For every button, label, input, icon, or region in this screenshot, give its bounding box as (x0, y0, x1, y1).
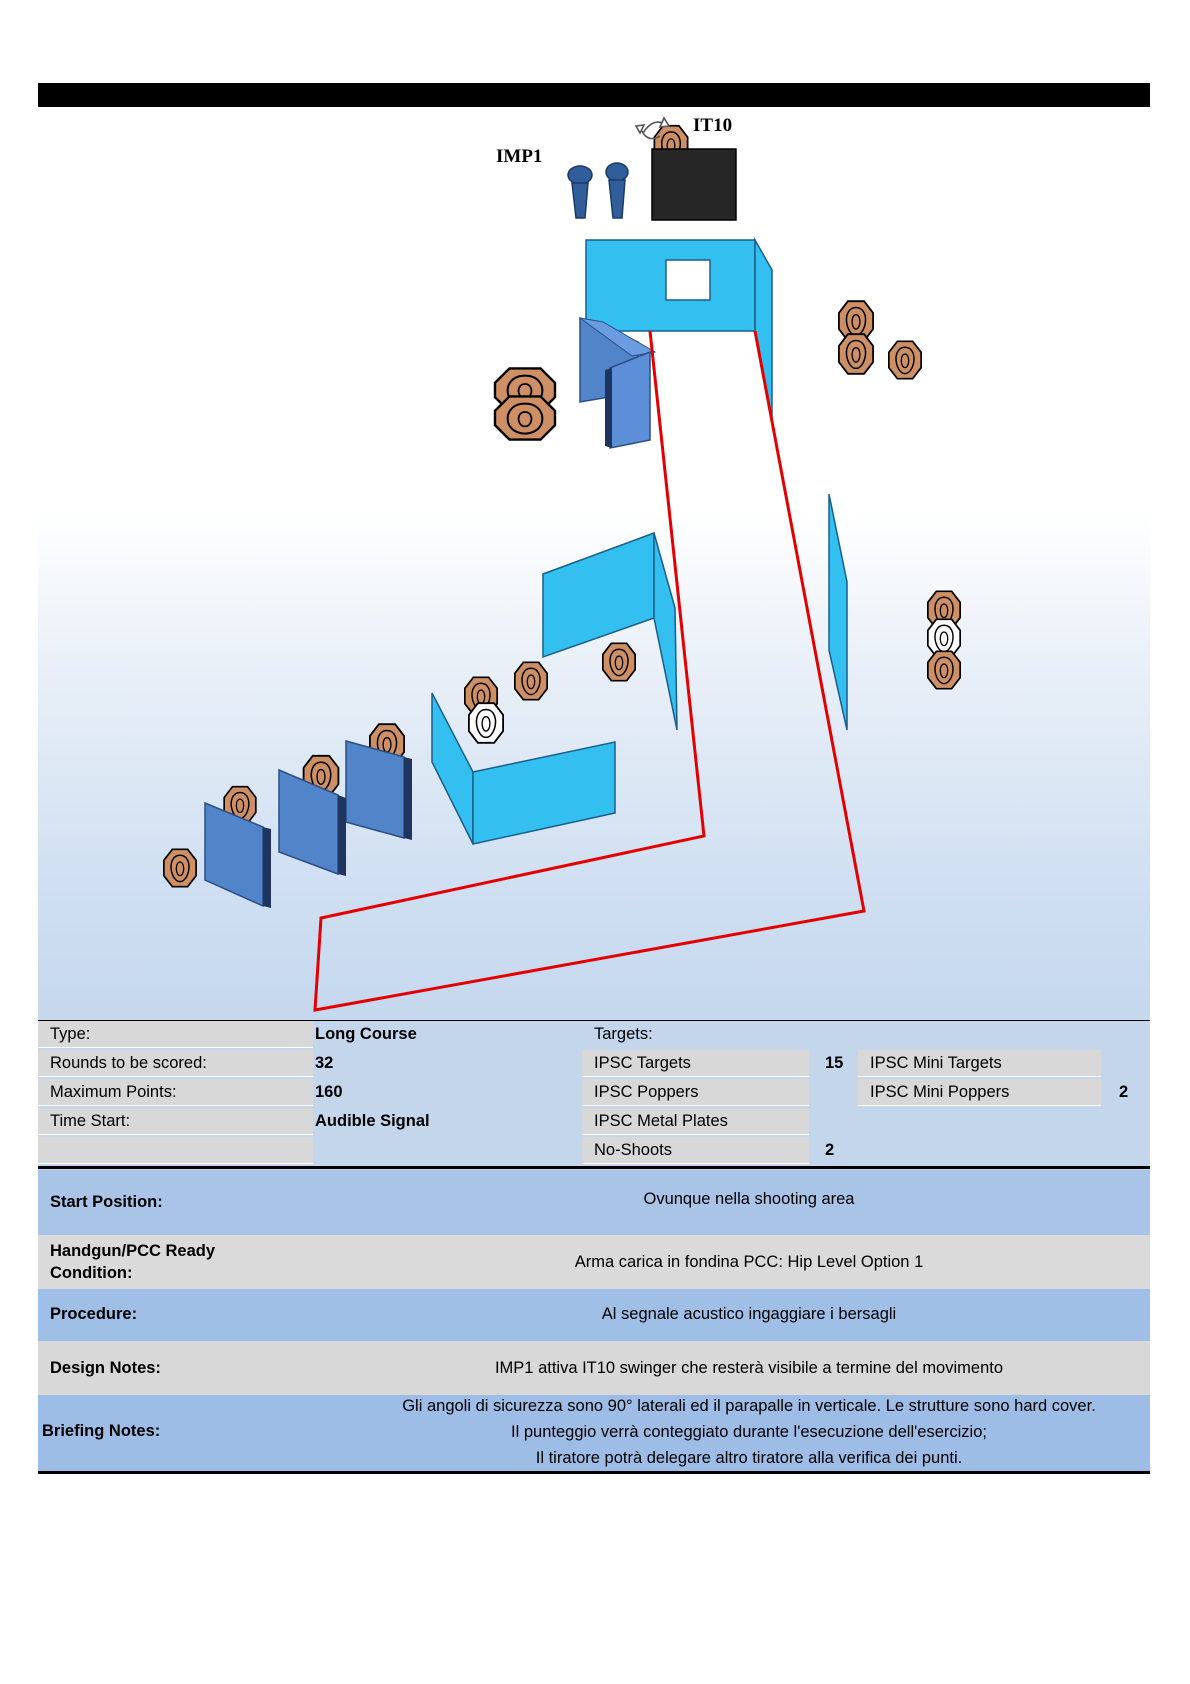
table-bottom-rule (38, 1166, 1150, 1169)
briefing-line-1: Gli angoli di sicurezza sono 90° lateral… (402, 1397, 1096, 1415)
ready-condition-row: Handgun/PCC Ready Condition: Arma carica… (38, 1235, 1150, 1289)
empty-label-cell (38, 1137, 313, 1164)
hard-cover-panels (204, 740, 412, 908)
swing-arrow-icon (634, 116, 671, 140)
swinger-target-icon (651, 124, 737, 221)
v-wall (431, 692, 616, 845)
wide-target-icon (493, 367, 557, 441)
no-shoots-label: No-Shoots (582, 1137, 809, 1164)
type-label: Type: (38, 1021, 313, 1048)
mini-poppers-value: 2 (1119, 1083, 1129, 1101)
ready-condition-value: Arma carica in fondina PCC: Hip Level Op… (574, 1253, 924, 1271)
popper-icon (567, 162, 629, 219)
design-notes-row: Design Notes: IMP1 attiva IT10 swinger c… (38, 1341, 1150, 1395)
it10-label: IT10 (693, 115, 733, 136)
rounds-value: 32 (315, 1054, 334, 1072)
procedure-row: Procedure: Al segnale acustico ingaggiar… (38, 1289, 1150, 1341)
table-top-rule (38, 1020, 1150, 1021)
procedure-label: Procedure: (50, 1305, 138, 1323)
briefing-notes-row: Briefing Notes: Gli angoli di sicurezza … (38, 1395, 1150, 1472)
targets-label: Targets: (594, 1025, 653, 1043)
start-position-row: Start Position: Ovunque nella shooting a… (38, 1170, 1150, 1235)
design-notes-value: IMP1 attiva IT10 swinger che resterà vis… (494, 1359, 1004, 1377)
start-position-label: Start Position: (50, 1193, 163, 1211)
max-points-label: Maximum Points: (38, 1079, 313, 1106)
ready-condition-label-1: Handgun/PCC Ready (50, 1242, 216, 1260)
start-position-value: Ovunque nella shooting area (643, 1190, 855, 1208)
imp1-label: IMP1 (496, 146, 543, 167)
top-wall-with-port (585, 237, 773, 421)
ipsc-poppers-label: IPSC Poppers (582, 1079, 809, 1106)
ipsc-targets-label: IPSC Targets (582, 1050, 809, 1077)
briefing-line-3: Il tiratore potrà delegare altro tirator… (535, 1449, 963, 1467)
rounds-label: Rounds to be scored: (38, 1050, 313, 1077)
header-bar (38, 83, 1150, 107)
time-start-value: Audible Signal (315, 1112, 430, 1130)
target-icon (464, 642, 636, 744)
no-shoots-value: 2 (825, 1141, 835, 1159)
mini-poppers-label: IPSC Mini Poppers (858, 1079, 1101, 1106)
stage-diagram (163, 116, 961, 1012)
time-start-label: Time Start: (38, 1108, 313, 1135)
right-wall (828, 493, 848, 731)
ready-condition-label-2: Condition: (50, 1264, 133, 1282)
briefing-notes-label: Briefing Notes: (42, 1422, 161, 1440)
mini-targets-label: IPSC Mini Targets (858, 1050, 1101, 1077)
target-icon (838, 300, 922, 380)
target-icon (927, 590, 961, 690)
design-notes-label: Design Notes: (50, 1359, 161, 1377)
middle-wall (542, 531, 678, 731)
fault-line (313, 330, 866, 1012)
max-points-value: 160 (315, 1083, 343, 1101)
hard-cover-l (579, 316, 657, 449)
type-value: Long Course (315, 1025, 417, 1043)
briefing-line-2: Il punteggio verrà conteggiato durante l… (511, 1423, 987, 1441)
notes-bottom-rule (38, 1471, 1150, 1474)
ipsc-metal-label: IPSC Metal Plates (582, 1108, 809, 1135)
procedure-value: Al segnale acustico ingaggiare i bersagl… (601, 1305, 897, 1323)
ipsc-targets-value: 15 (825, 1054, 844, 1072)
